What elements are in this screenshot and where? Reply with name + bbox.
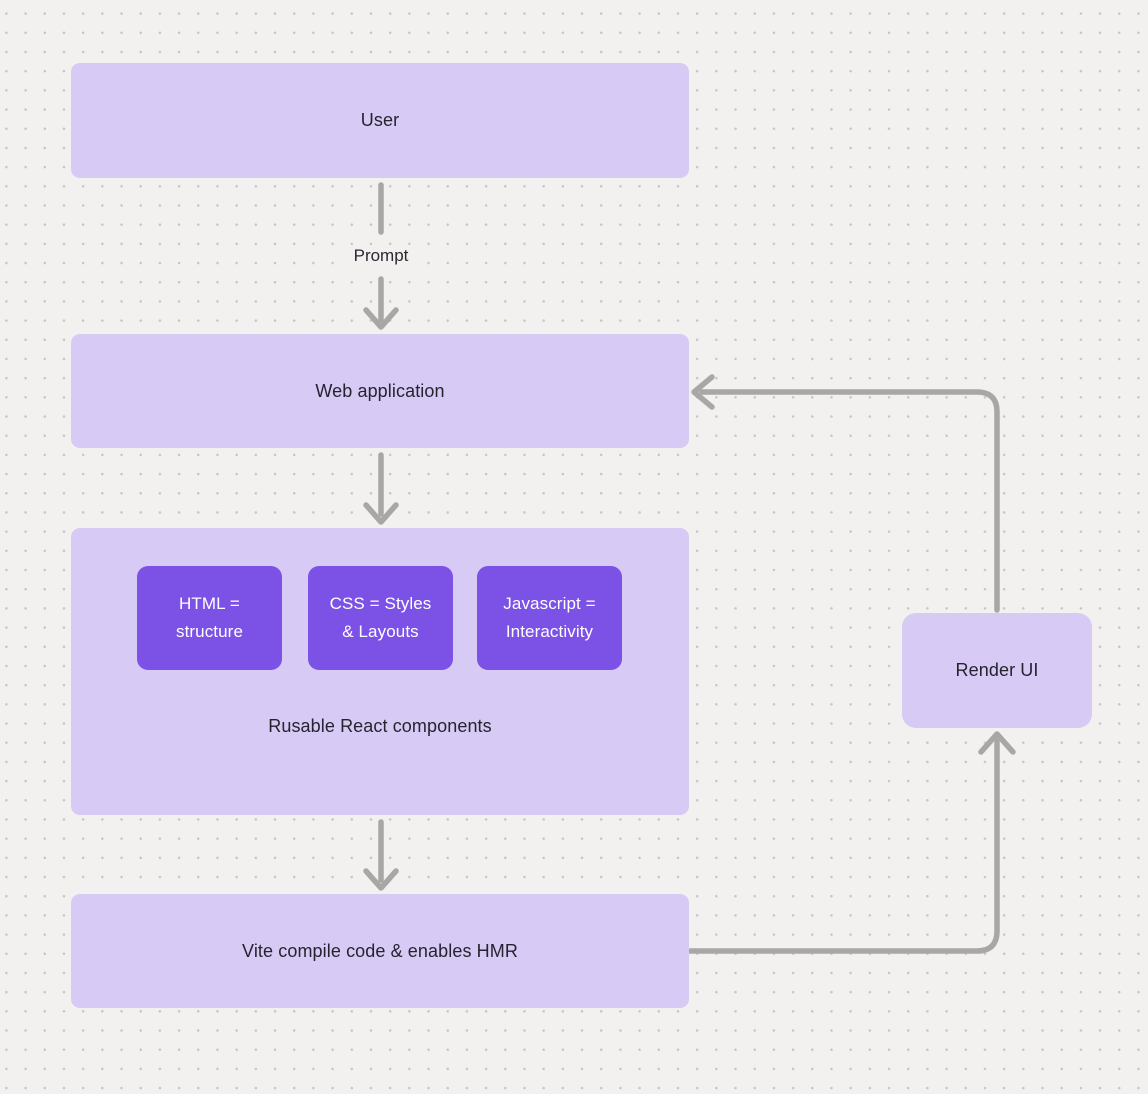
arrow-render-to-webapp-line xyxy=(699,389,1000,613)
arrow-user-to-webapp-head xyxy=(363,307,399,330)
chip-javascript-line2: Interactivity xyxy=(505,622,594,641)
chip-html[interactable]: HTML = structure xyxy=(137,566,282,670)
arrow-render-to-webapp-head xyxy=(691,374,715,410)
arrow-vite-to-render-head xyxy=(978,731,1016,755)
chip-javascript[interactable]: Javascript = Interactivity xyxy=(477,566,622,670)
arrow-vite-to-render-line xyxy=(687,738,1000,954)
arrow-components-to-vite-head xyxy=(363,868,399,891)
chip-html-line1: HTML = xyxy=(179,594,240,613)
chip-css[interactable]: CSS = Styles & Layouts xyxy=(308,566,453,670)
node-user-label: User xyxy=(360,110,400,130)
node-render-ui[interactable]: Render UI xyxy=(902,613,1092,728)
edge-label-prompt: Prompt xyxy=(348,245,414,267)
node-render-ui-label: Render UI xyxy=(955,660,1039,680)
chip-css-line1: CSS = Styles xyxy=(329,594,432,613)
chip-css-line2: & Layouts xyxy=(342,622,419,641)
node-vite[interactable]: Vite compile code & enables HMR xyxy=(71,894,689,1008)
chip-javascript-line1: Javascript = xyxy=(503,594,596,613)
node-vite-label: Vite compile code & enables HMR xyxy=(242,940,518,961)
node-components-group[interactable]: HTML = structure CSS = Styles & Layouts … xyxy=(71,528,689,815)
node-web-application[interactable]: Web application xyxy=(71,334,689,448)
chip-html-line2: structure xyxy=(175,622,244,641)
arrow-webapp-to-components-head xyxy=(363,502,399,525)
node-web-application-label: Web application xyxy=(315,380,445,401)
node-user[interactable]: User xyxy=(71,63,689,178)
components-caption: Rusable React components xyxy=(268,716,492,736)
